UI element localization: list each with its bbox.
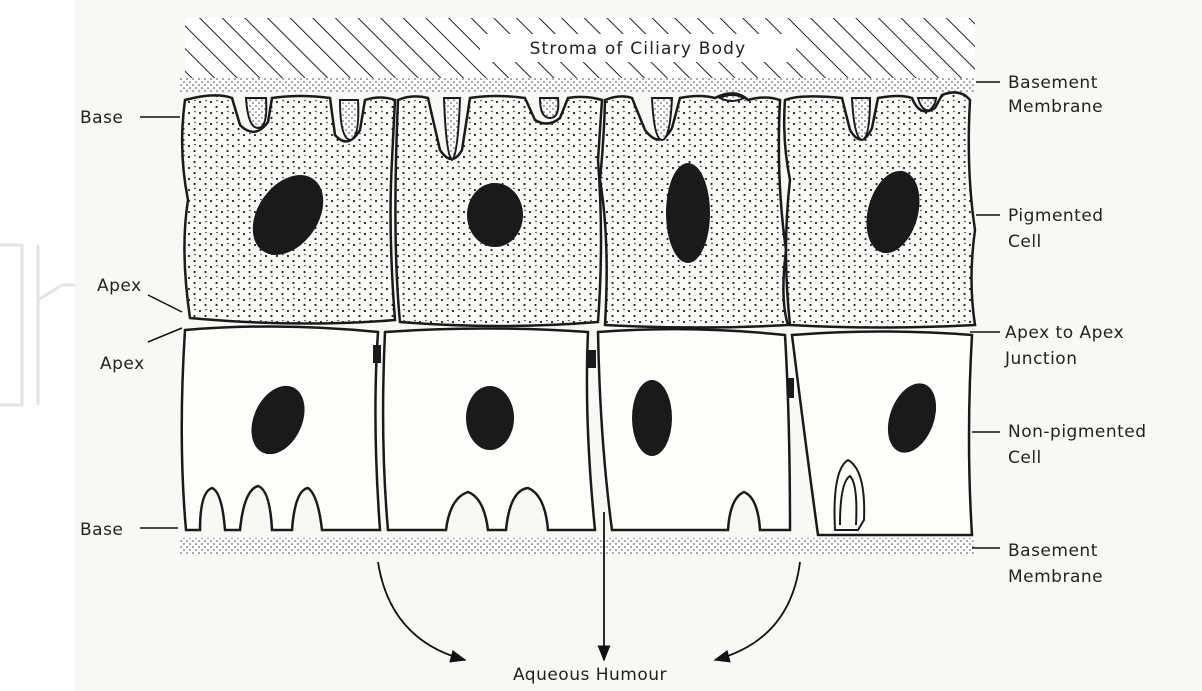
label-base-bottom: Base	[80, 520, 123, 540]
label-aqueous-humour: Aqueous Humour	[513, 665, 667, 685]
basement-membrane-bottom	[180, 538, 975, 554]
nucleus	[466, 386, 514, 450]
non-pigmented-cell	[598, 329, 790, 530]
basement-membrane-top	[180, 78, 975, 92]
nucleus	[632, 380, 672, 456]
non-pigmented-cell	[792, 332, 972, 536]
nucleus	[467, 183, 523, 247]
label-apex-lower: Apex	[100, 354, 145, 374]
label-base-top: Base	[80, 108, 123, 128]
stroma-label: Stroma of Ciliary Body	[530, 39, 747, 59]
nucleus	[666, 163, 710, 263]
label-apex-upper: Apex	[97, 276, 142, 296]
